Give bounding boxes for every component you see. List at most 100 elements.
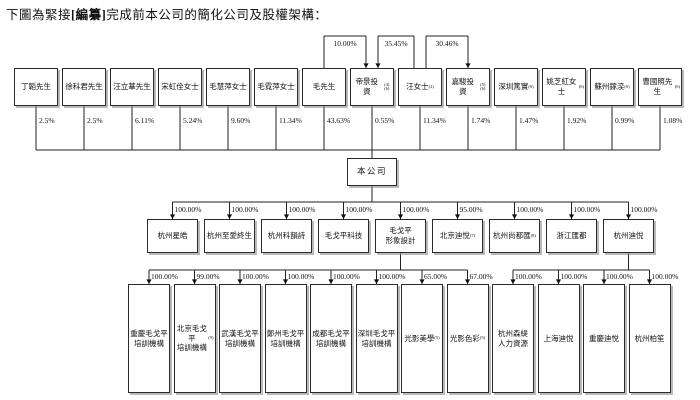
footnote-superscript: (8): [530, 232, 536, 238]
footnote-superscript: (6): [674, 83, 680, 89]
shareholder-box: 丁韜先生: [14, 68, 58, 106]
ownership-percent-label: 2.5%: [39, 116, 55, 125]
entity-name-label: 光影色彩: [449, 333, 480, 343]
subsidiary-box: 光影美學(5): [401, 284, 443, 393]
page-title: 下圖為緊接[編纂]完成前本公司的簡化公司及股權架構：: [6, 4, 327, 23]
ownership-percent-label: 100.00%: [151, 271, 178, 281]
arrowhead-icon: [282, 279, 289, 284]
shareholder-box: 徐科君先生: [62, 68, 106, 106]
subsidiary-box: 毛戈平科技: [318, 219, 369, 253]
arrowhead-icon: [226, 214, 233, 219]
ownership-percent-label: 100.00%: [287, 271, 315, 281]
ownership-percent-label: 0.55%: [375, 116, 395, 125]
ownership-percent-label: 100.00%: [651, 271, 679, 281]
ownership-percent-label: 5.24%: [183, 116, 203, 125]
ownership-percent-label: 100.00%: [560, 271, 588, 281]
arrowhead-icon: [511, 214, 518, 219]
partnership-percent-label: 30.46%: [435, 39, 459, 48]
entity-name-label: 深圳篤實: [498, 82, 529, 92]
entity-name-label: 蘇州鎵湙: [594, 82, 625, 92]
entity-name-label: 杭州科韻詩: [267, 231, 306, 241]
ownership-percent-label: 1.92%: [567, 116, 587, 125]
entity-name-label: 徐科君先生: [65, 82, 103, 92]
shareholder-box: 姚芝紅女士(6): [542, 68, 586, 106]
shareholder-box: 毛慧萍女士: [206, 68, 250, 106]
shareholder-box: 嘉駿投資(5)(6): [446, 68, 490, 106]
partnership-percent-label: 35.45%: [384, 39, 408, 48]
ownership-percent-label: 100.00%: [573, 204, 601, 214]
subsidiary-box: 北京迪悅(7): [432, 219, 483, 253]
shareholder-box: 汪立華先生: [110, 68, 154, 106]
ownership-percent-label: 1.47%: [519, 116, 539, 125]
entity-name-label: 重慶毛戈平 培訓機構: [130, 328, 168, 348]
entity-name-label: 帝景投資: [355, 77, 379, 96]
entity-name-label: 成都毛戈平 培訓機構: [312, 328, 350, 348]
arrowhead-icon: [340, 214, 347, 219]
entity-name-label: 浙江匯都: [556, 231, 587, 241]
entity-name-label: 北京毛戈平 培訓機構: [176, 323, 207, 353]
arrowhead-icon: [601, 279, 607, 284]
arrowhead-icon: [454, 214, 461, 219]
arrowhead-icon: [363, 63, 369, 68]
entity-name-label: 杭州柏笙: [634, 333, 665, 343]
subsidiary-box: 鄭州毛戈平 培訓機構: [264, 284, 307, 393]
ownership-percent-label: 100.00%: [174, 204, 202, 214]
entity-name-label: 姚芝紅女士: [546, 77, 577, 96]
arrowhead-icon: [373, 279, 380, 284]
title-redaction-bracket: [編纂]: [71, 8, 107, 22]
ownership-percent-label: 100.00%: [288, 204, 316, 214]
ownership-percent-label: 100.00%: [231, 204, 259, 214]
subsidiary-box: 杭州柏笙: [628, 284, 671, 393]
ownership-percent-label: 100.00%: [378, 271, 406, 281]
entity-name-label: 毛先生: [312, 82, 336, 92]
arrowhead-icon: [375, 63, 381, 68]
arrowhead-icon: [625, 214, 632, 219]
subsidiary-box: 武漢毛戈平 培訓機構: [219, 284, 261, 393]
footnote-superscript: (5): [434, 335, 440, 341]
footnote-superscript: (5): [479, 335, 486, 341]
entity-name-label: 本公司: [356, 166, 387, 177]
arrowhead-icon: [464, 279, 471, 284]
entity-name-label: 杭州森緹 人力資源: [498, 328, 528, 348]
title-suffix: 完成前本公司的簡化公司及股權架構：: [106, 8, 328, 22]
arrowhead-icon: [328, 279, 334, 284]
arrowhead-icon: [146, 279, 152, 284]
subsidiary-box: 杭州森緹 人力資源: [492, 284, 534, 393]
ownership-percent-label: 100.00%: [516, 204, 544, 214]
entity-name-label: 上海迪悅: [543, 333, 574, 343]
subsidiary-box: 毛戈平 形象設計: [375, 219, 426, 253]
shareholder-box: 深圳篤實(6): [494, 68, 538, 106]
partnership-percent-label: 10.00%: [333, 39, 357, 48]
footnote-superscript: (4)(6): [384, 81, 390, 91]
entity-name-label: 重慶迪悅: [589, 333, 619, 343]
entity-name-label: 杭州至愛終生: [207, 231, 252, 241]
shareholder-box: 汪女士(2): [398, 68, 442, 106]
arrowhead-icon: [646, 279, 653, 284]
ownership-percent-label: 9.60%: [231, 116, 251, 125]
entity-name-label: 毛戈平科技: [324, 231, 363, 241]
ownership-percent-label: 6.11%: [135, 116, 155, 125]
shareholder-box: 毛霓萍女士: [254, 68, 298, 106]
arrowhead-icon: [419, 279, 425, 284]
ownership-percent-label: 99.00%: [196, 271, 220, 281]
subsidiary-box: 光影色彩(5): [446, 284, 489, 393]
subsidiary-box: 重慶毛戈平 培訓機構: [128, 284, 170, 393]
entity-name-label: 宋虹佺女士: [161, 82, 199, 92]
ownership-percent-label: 2.5%: [87, 116, 103, 125]
entity-name-label: 杭州尚都匯: [493, 231, 531, 241]
ownership-percent-label: 1.74%: [471, 116, 491, 125]
subsidiary-box: 杭州科韻詩: [261, 219, 312, 253]
entity-name-label: 毛霓萍女士: [257, 82, 295, 92]
entity-name-label: 武漢毛戈平 培訓機構: [221, 328, 259, 348]
ownership-percent-label: 100.00%: [345, 204, 373, 214]
entity-name-label: 深圳毛戈平 培訓機構: [357, 328, 396, 348]
ownership-percent-label: 11.34%: [423, 116, 446, 125]
footnote-superscript: (9): [208, 335, 214, 341]
entity-name-label: 汪女士: [406, 82, 429, 92]
ownership-percent-label: 100.00%: [515, 271, 542, 281]
ownership-percent-label: 43.63%: [327, 116, 351, 125]
entity-name-label: 毛戈平 形象設計: [385, 226, 416, 245]
ownership-percent-label: 67.00%: [469, 271, 493, 281]
subsidiary-box: 杭州至愛終生: [204, 219, 255, 253]
